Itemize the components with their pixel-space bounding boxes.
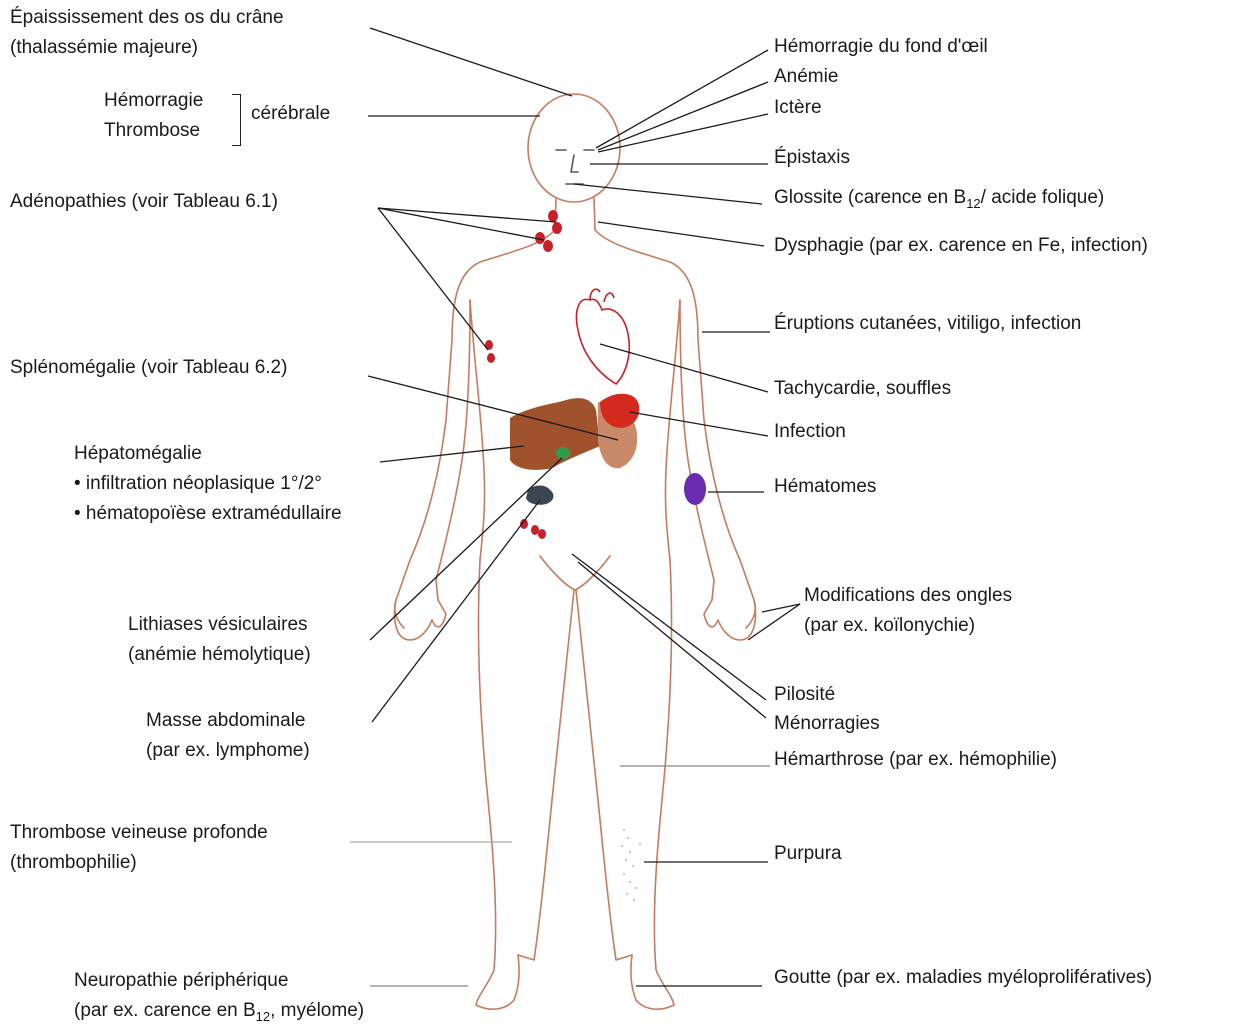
label-hemorragie: Hémorragie <box>104 86 203 116</box>
label-hepatomegalie-line2: • infiltration néoplasique 1°/2° <box>74 469 342 499</box>
left-leg-inner <box>518 590 574 960</box>
label-hepatomegalie: Hépatomégalie • infiltration néoplasique… <box>74 439 342 529</box>
label-tvp-line2: (thrombophilie) <box>10 848 268 878</box>
leader-masse <box>372 500 540 722</box>
leader-pilosite <box>572 554 766 700</box>
label-anemie: Anémie <box>774 62 838 92</box>
label-adenopathies: Adénopathies (voir Tableau 6.1) <box>10 187 278 217</box>
label-glossite-post: / acide folique) <box>981 187 1105 208</box>
label-cerebrale: cérébrale <box>251 99 330 129</box>
lymph-node-groin-2 <box>531 525 539 535</box>
leader-hepato <box>380 446 524 462</box>
label-neuropathie-line2: (par ex. carence en B12, myélome) <box>74 996 364 1032</box>
label-dysphagie: Dysphagie (par ex. carence en Fe, infect… <box>774 231 1148 261</box>
label-ongles: Modifications des ongles (par ex. koïlon… <box>804 581 1012 641</box>
label-infection: Infection <box>774 417 846 447</box>
leader-crane <box>370 28 572 96</box>
label-neuropathie-sub: 12 <box>256 1009 270 1024</box>
label-masse-line2: (par ex. lymphome) <box>146 736 310 766</box>
label-ongles-line1: Modifications des ongles <box>804 581 1012 611</box>
label-hematomes: Hématomes <box>774 472 876 502</box>
body-outline <box>395 94 756 1009</box>
torso-right <box>665 300 680 560</box>
leader-anemie <box>598 82 768 150</box>
label-neuropathie-line1: Neuropathie périphérique <box>74 966 364 996</box>
gallbladder-icon <box>556 447 570 459</box>
leader-adeno-3 <box>378 208 488 350</box>
label-ictere: Ictère <box>774 93 822 123</box>
nose <box>571 155 578 172</box>
right-hand <box>704 600 755 640</box>
leader-dysphagie <box>598 222 764 246</box>
label-crane-line1: Épaississement des os du crâne <box>10 3 284 33</box>
left-leg-outer <box>476 560 519 1009</box>
leader-lithiases <box>370 458 562 640</box>
label-neuropathie: Neuropathie périphérique (par ex. carenc… <box>74 966 364 1032</box>
label-thrombose: Thrombose <box>104 116 200 146</box>
label-eruptions: Éruptions cutanées, vitiligo, infection <box>774 309 1081 339</box>
lymph-node-neck-2 <box>552 222 562 234</box>
label-tvp-line1: Thrombose veineuse profonde <box>10 818 268 848</box>
label-purpura: Purpura <box>774 839 842 869</box>
torso-left <box>470 300 485 560</box>
label-lithiases: Lithiases vésiculaires (anémie hémolytiq… <box>128 610 311 670</box>
leader-adeno-1 <box>378 208 556 222</box>
label-menorragies: Ménorragies <box>774 709 880 739</box>
hematoma-icon <box>684 473 706 505</box>
label-hepatomegalie-line3: • hématopoïèse extramédullaire <box>74 499 342 529</box>
label-tachycardie: Tachycardie, souffles <box>774 374 951 404</box>
label-masse-line1: Masse abdominale <box>146 706 310 736</box>
leader-glossite <box>574 184 762 204</box>
label-epistaxis: Épistaxis <box>774 143 850 173</box>
lymph-node-neck-4 <box>543 240 553 252</box>
label-crane: Épaississement des os du crâne (thalassé… <box>10 3 284 63</box>
label-hepatomegalie-line1: Hépatomégalie <box>74 439 342 469</box>
label-crane-line2: (thalassémie majeure) <box>10 33 284 63</box>
label-fond-oeil: Hémorragie du fond d'œil <box>774 32 988 62</box>
groin <box>540 556 610 590</box>
label-glossite-sub: 12 <box>966 196 980 211</box>
label-pilosite: Pilosité <box>774 680 835 710</box>
right-leg-inner <box>576 590 632 960</box>
leader-adeno-2 <box>378 208 544 240</box>
label-tvp: Thrombose veineuse profonde (thrombophil… <box>10 818 268 878</box>
right-leg-outer <box>631 560 674 1009</box>
head-outline <box>528 94 620 202</box>
leader-infection <box>630 412 768 436</box>
label-glossite-pre: Glossite (carence en B <box>774 187 966 208</box>
label-lithiases-line1: Lithiases vésiculaires <box>128 610 311 640</box>
lymph-node-neck-1 <box>548 210 558 222</box>
label-glossite: Glossite (carence en B12/ acide folique) <box>774 183 1104 219</box>
label-neuropathie-pre: (par ex. carence en B <box>74 1000 256 1021</box>
purpura-dots <box>621 829 641 901</box>
label-masse: Masse abdominale (par ex. lymphome) <box>146 706 310 766</box>
bracket <box>232 94 241 146</box>
label-ongles-line2: (par ex. koïlonychie) <box>804 611 1012 641</box>
label-goutte: Goutte (par ex. maladies myéloproliférat… <box>774 963 1152 993</box>
heart-icon <box>577 289 630 384</box>
lymph-nodes <box>485 210 562 539</box>
lymph-node-groin-3 <box>538 529 546 539</box>
label-hemarthrose: Hémarthrose (par ex. hémophilie) <box>774 745 1057 775</box>
label-splenomegalie: Splénomégalie (voir Tableau 6.2) <box>10 353 287 383</box>
label-neuropathie-post: , myélome) <box>270 1000 364 1021</box>
lymph-node-axilla-2 <box>487 353 495 363</box>
liver-icon <box>510 398 600 470</box>
label-lithiases-line2: (anémie hémolytique) <box>128 640 311 670</box>
